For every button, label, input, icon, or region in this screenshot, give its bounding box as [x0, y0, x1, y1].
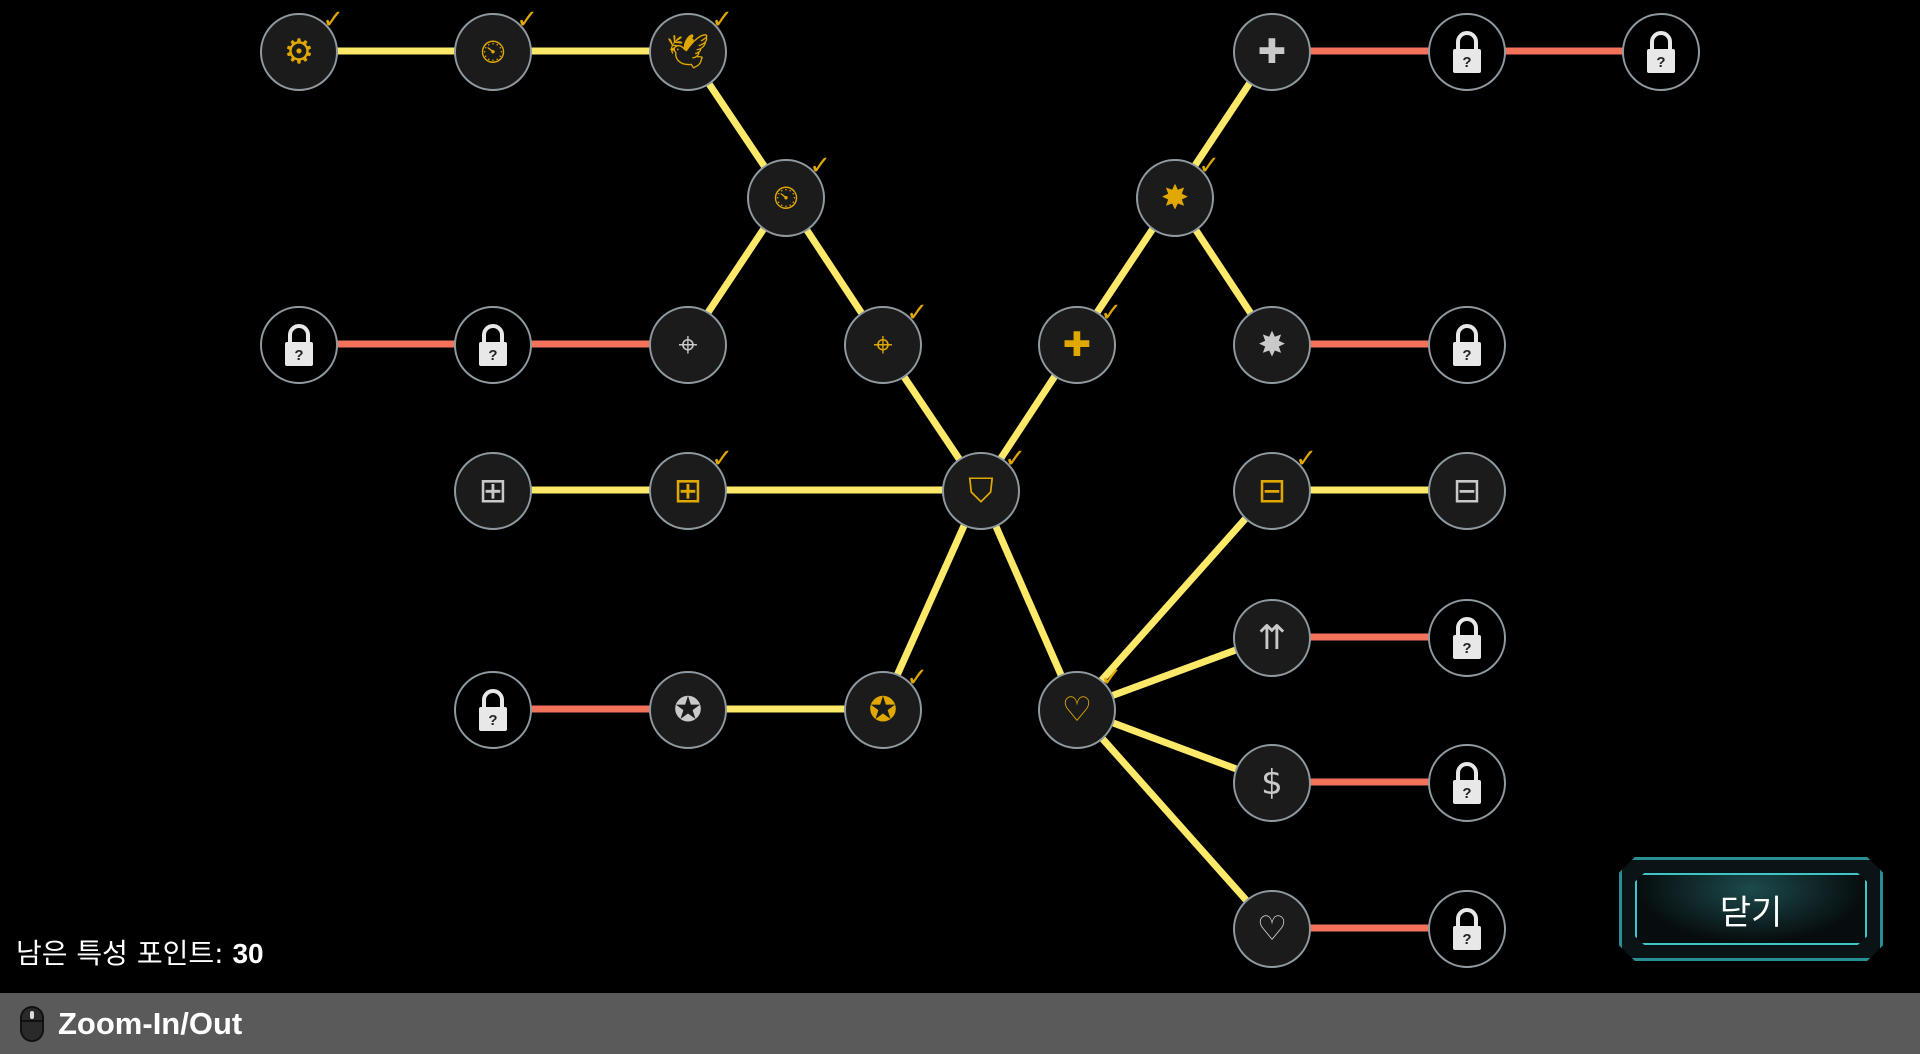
checkmark-icon: ✓ — [516, 5, 538, 35]
medical-heart-icon: ✚ — [1062, 325, 1092, 365]
gun-speed-icon: ⏲ — [772, 178, 800, 218]
skill-node-locked[interactable]: ? — [1428, 13, 1506, 91]
skill-node-active[interactable]: ✚✓ — [1038, 298, 1122, 384]
connection-active — [1073, 706, 1274, 931]
skill-node-active[interactable]: ⊟✓ — [1233, 444, 1317, 530]
skill-node-available[interactable]: ⇈ — [1233, 599, 1311, 677]
lock-icon: ? — [1453, 324, 1481, 366]
chest-icon: ⊟ — [1257, 471, 1287, 511]
gear-icon: ⚙ — [283, 32, 315, 72]
skill-node-available[interactable]: ✸ — [1233, 306, 1311, 384]
skill-node-active[interactable]: ⌖✓ — [844, 298, 928, 384]
lock-icon: ? — [285, 324, 313, 366]
lock-icon: ? — [1453, 31, 1481, 73]
skill-node-active[interactable]: ⏲✓ — [747, 151, 831, 237]
bottom-bar: Zoom-In/Out — [0, 993, 1920, 1054]
skill-node-available[interactable]: $ — [1233, 744, 1311, 822]
skill-node-locked[interactable]: ? — [1428, 306, 1506, 384]
remaining-points-label: 남은 특성 포인트: — [16, 937, 233, 970]
skill-node-active[interactable]: ♡✓ — [1038, 663, 1122, 749]
lock-question-mark: ? — [1462, 931, 1471, 948]
medical-heart-icon: ✚ — [1257, 32, 1287, 72]
heart-plus-icon: ♡ — [1256, 909, 1288, 949]
checkmark-icon: ✓ — [322, 5, 344, 35]
shield-target-icon: ⌖ — [678, 325, 698, 365]
skill-node-active[interactable]: ✪✓ — [844, 663, 928, 749]
checkmark-icon: ✓ — [1004, 444, 1026, 474]
checkmark-icon: ✓ — [906, 298, 928, 328]
gun-burst-icon: ✸ — [1160, 178, 1190, 218]
close-button-label: 닫기 — [1719, 893, 1783, 932]
skill-node-available[interactable]: ⊞ — [454, 452, 532, 530]
checkmark-icon: ✓ — [1295, 444, 1317, 474]
lock-icon: ? — [1453, 617, 1481, 659]
lock-question-mark: ? — [1462, 640, 1471, 657]
remaining-points: 남은 특성 포인트: 30 — [16, 932, 264, 972]
connection-active — [878, 488, 984, 711]
mouse-icon — [20, 1005, 44, 1042]
shield-target-icon: ⌖ — [873, 325, 893, 365]
skill-node-locked[interactable]: ? — [260, 306, 338, 384]
skill-node-active[interactable]: ⛉✓ — [942, 444, 1026, 530]
remaining-points-value: 30 — [232, 938, 264, 969]
checkmark-icon: ✓ — [1100, 663, 1122, 693]
skill-tree: ⚙✓⏲✓🕊✓⏲✓??⌖⌖✓⊞⊞✓⛉✓?✪✪✓✚✓✸✓✚??✸?♡✓⊟✓⊟⇈?$?… — [260, 5, 1700, 968]
shield-icon: ⛉ — [968, 471, 994, 511]
skill-node-available[interactable]: ⊟ — [1428, 452, 1506, 530]
lock-question-mark: ? — [488, 712, 497, 729]
gun-speed-icon: ⏲ — [479, 32, 507, 72]
lock-question-mark: ? — [294, 347, 303, 364]
skill-node-available[interactable]: ✚ — [1233, 13, 1311, 91]
skill-node-locked[interactable]: ? — [1428, 599, 1506, 677]
skill-node-locked[interactable]: ? — [1428, 890, 1506, 968]
checkmark-icon: ✓ — [711, 444, 733, 474]
skill-node-locked[interactable]: ? — [454, 306, 532, 384]
skill-node-locked[interactable]: ? — [1622, 13, 1700, 91]
square-plus-icon: ⊞ — [478, 471, 508, 511]
gun-burst-icon: ✸ — [1257, 325, 1287, 365]
checkmark-icon: ✓ — [1198, 151, 1220, 181]
star-gear-icon: ✪ — [868, 690, 898, 730]
skill-node-active[interactable]: ⏲✓ — [454, 5, 538, 91]
skill-node-active[interactable]: ✸✓ — [1136, 151, 1220, 237]
lock-question-mark: ? — [1462, 785, 1471, 802]
checkmark-icon: ✓ — [711, 5, 733, 35]
skill-node-active[interactable]: 🕊✓ — [649, 5, 733, 91]
connection-active — [1073, 487, 1274, 712]
lock-question-mark: ? — [1656, 54, 1665, 71]
lock-icon: ? — [479, 324, 507, 366]
coins-icon: $ — [1261, 763, 1283, 803]
lock-icon: ? — [1647, 31, 1675, 73]
bird-arrow-icon: 🕊 — [666, 32, 710, 72]
close-button[interactable]: 닫기 — [1619, 857, 1883, 961]
skill-node-available[interactable]: ✪ — [649, 671, 727, 749]
close-button-inner: 닫기 — [1635, 873, 1867, 945]
skill-node-available[interactable]: ♡ — [1233, 890, 1311, 968]
skill-node-active[interactable]: ⚙✓ — [260, 5, 344, 91]
checkmark-icon: ✓ — [1100, 298, 1122, 328]
lock-icon: ? — [1453, 908, 1481, 950]
checkmark-icon: ✓ — [809, 151, 831, 181]
zoom-hint: Zoom-In/Out — [58, 1005, 243, 1041]
skill-node-locked[interactable]: ? — [454, 671, 532, 749]
skill-node-active[interactable]: ⊞✓ — [649, 444, 733, 530]
lock-question-mark: ? — [1462, 54, 1471, 71]
lock-question-mark: ? — [1462, 347, 1471, 364]
star-gear-icon: ✪ — [673, 690, 703, 730]
checkmark-icon: ✓ — [906, 663, 928, 693]
lock-icon: ? — [1453, 762, 1481, 804]
heart-plus-icon: ♡ — [1061, 690, 1093, 730]
lock-icon: ? — [479, 689, 507, 731]
skill-node-available[interactable]: ⌖ — [649, 306, 727, 384]
square-plus-icon: ⊞ — [673, 471, 703, 511]
chest-icon: ⊟ — [1452, 471, 1482, 511]
skill-node-locked[interactable]: ? — [1428, 744, 1506, 822]
lock-question-mark: ? — [488, 347, 497, 364]
chest-upgrade-icon: ⇈ — [1257, 618, 1287, 658]
